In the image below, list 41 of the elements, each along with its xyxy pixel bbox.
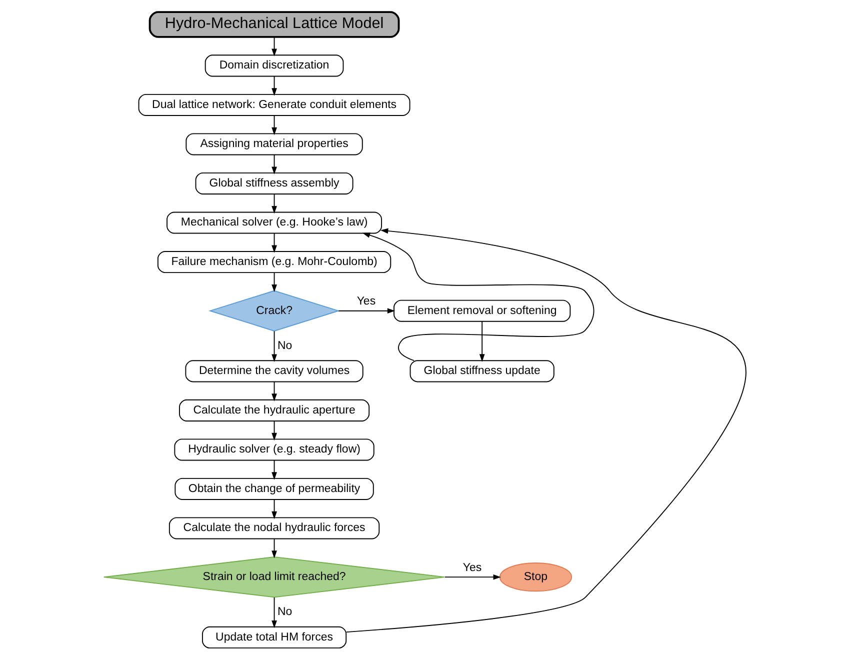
node-box: Assigning material properties [186,133,363,156]
arrow [272,330,277,362]
arrow [272,538,277,558]
node-diamond: Strain or load limit reached? [103,556,446,598]
node-diamond: Crack? [208,290,340,332]
arrow [444,574,501,580]
node-box: Hydro-Mechanical Lattice Model [148,11,400,38]
arrow [338,308,396,314]
node-box: Failure mechanism (e.g. Mohr-Coulomb) [157,251,392,274]
arrow [272,233,277,253]
node-box: Update total HM forces [202,626,347,648]
node-box: Element removal or softening [394,300,571,322]
node-box: Hydraulic solver (e.g. steady flow) [174,438,374,461]
edge-label: No [277,340,292,352]
node-box: Determine the cavity volumes [185,360,364,382]
arrow [362,232,594,362]
arrow [272,115,277,136]
arrow [272,381,277,402]
node-box: Mechanical solver (e.g. Hooke’s law) [166,212,382,234]
arrow [272,272,277,292]
arrow [479,320,485,362]
edge-label: Yes [462,562,482,574]
node-box: Domain discretization [204,54,344,77]
node-box: Global stiffness update [410,360,554,382]
node-ellipse: Stop [499,562,572,592]
node-box: Calculate the hydraulic aperture [179,399,370,422]
node-box: Calculate the nodal hydraulic forces [168,517,380,540]
arrow [272,36,277,56]
arrow [272,460,277,480]
arrow [272,154,277,174]
arrow [272,76,277,96]
edge-label: No [277,606,292,618]
arrow [272,420,277,441]
arrow [272,499,277,520]
edge-label: Yes [356,296,376,308]
node-box: Obtain the change of permeability [174,478,374,500]
arrow [272,597,277,628]
arrow [346,228,746,633]
node-box: Global stiffness assembly [195,172,354,194]
node-box: Dual lattice network: Generate conduit elements [138,94,410,116]
arrow [272,194,277,214]
